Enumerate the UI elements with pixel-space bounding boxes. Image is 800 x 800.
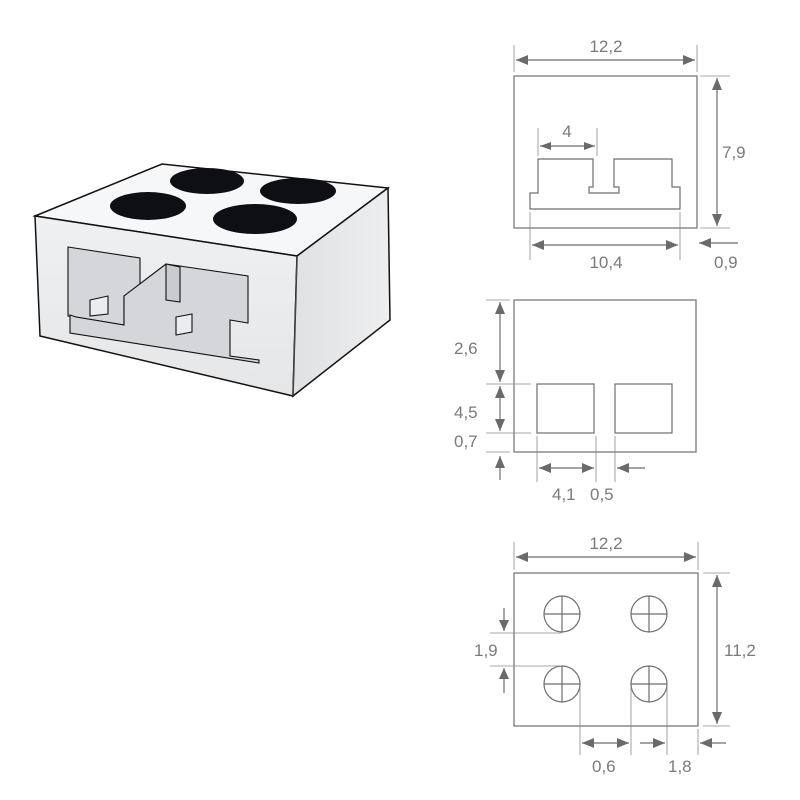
dim-top-width: 12,2 (589, 534, 622, 553)
hole-icon (213, 204, 297, 234)
dim-opening-height: 4,5 (454, 403, 478, 422)
hole-icon (110, 192, 186, 220)
hole-icon (630, 665, 668, 703)
dim-edge-offset: 1,8 (668, 757, 692, 776)
section-view: 2,6 4,5 0,7 4,1 0,5 (454, 299, 697, 504)
dim-gap: 0,5 (590, 485, 614, 504)
dim-top-height: 11,2 (724, 641, 756, 660)
hole-icon (170, 168, 244, 194)
front-view: 12,2 4 7,9 10,4 0,9 (513, 37, 746, 272)
top-view: 12,2 11,2 1,9 0,6 1,8 (474, 534, 756, 776)
hole-icon (543, 665, 581, 703)
dim-front-width: 12,2 (589, 37, 622, 56)
hole-icon (630, 595, 668, 633)
dim-base-width: 10,4 (589, 253, 622, 272)
dim-slot-width: 4 (562, 122, 571, 141)
dim-side-offset: 0,9 (714, 253, 738, 272)
dim-top-offset: 2,6 (454, 339, 478, 358)
hole-icon (543, 595, 581, 633)
isometric-view (32, 163, 391, 398)
hole-icon (260, 178, 336, 204)
front-openings (67, 246, 260, 364)
dim-hole-gap: 0,6 (592, 757, 616, 776)
dim-opening-width: 4,1 (552, 485, 576, 504)
dim-hole-spacing: 1,9 (474, 641, 498, 660)
dim-bottom-offset: 0,7 (454, 432, 478, 451)
dim-front-height: 7,9 (722, 143, 746, 162)
